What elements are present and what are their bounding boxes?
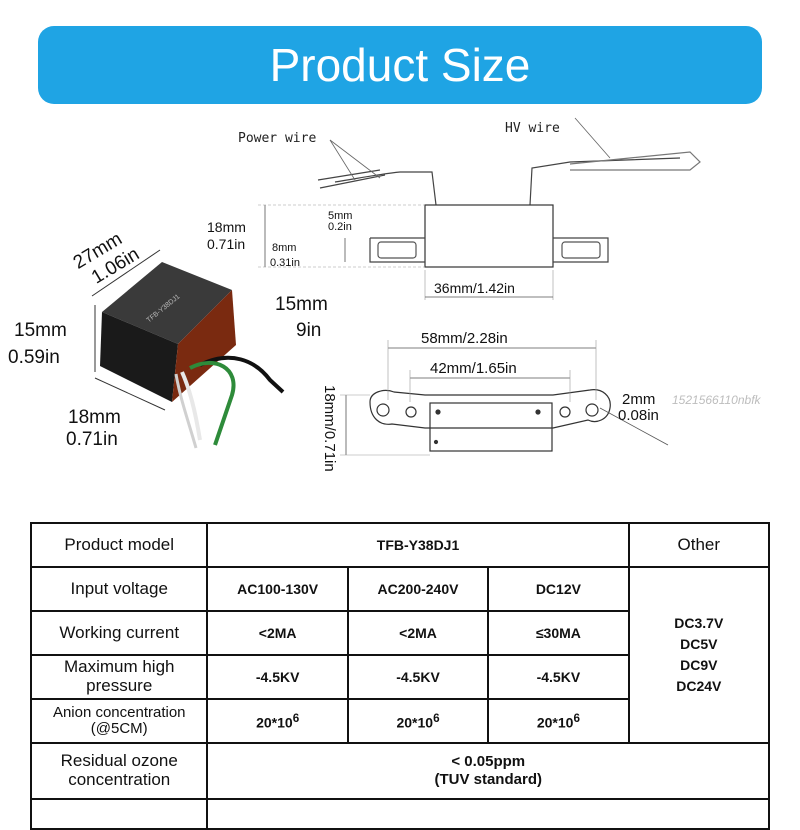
hv-wire-insulation (569, 151, 701, 171)
ozone-note: (TUV standard) (434, 771, 542, 788)
top-body-width: 42mm/1.65in (430, 360, 517, 377)
exponent: 6 (573, 711, 580, 725)
working-current-v1: <2MA (206, 610, 349, 656)
side-height-in: 0.71in (207, 236, 245, 252)
hole-diameter-mm: 2mm (622, 391, 655, 408)
overlap-dimension-mm: 15mm (275, 294, 328, 315)
exponent: 6 (433, 711, 440, 725)
top-view (340, 340, 669, 456)
green-wire (189, 360, 236, 446)
table-row-ozone: Residual ozone concentration < 0.05ppm (… (29, 742, 770, 800)
table-row-cutoff (29, 798, 770, 830)
row-label-anion: Anion concentration (@5CM) (29, 698, 209, 744)
photo-height-mm: 15mm (14, 320, 67, 341)
product-dimension-diagram: Power wire HV wire 18mm 0.71in 5mm 0.2in… (8, 117, 762, 472)
hv-wire-label: HV wire (505, 121, 560, 136)
side-width-label: 36mm/1.42in (434, 280, 515, 296)
side-view (258, 117, 701, 300)
photo-height-in: 0.59in (8, 347, 60, 368)
working-current-v3: ≤30MA (487, 610, 630, 656)
anion-v3: 20*106 (487, 698, 630, 744)
table-row: Anion concentration (@5CM) 20*106 20*106… (29, 698, 769, 744)
input-voltage-v1: AC100-130V (206, 566, 349, 612)
mounting-hole (559, 406, 571, 418)
watermark: 1521566110nbfk (672, 393, 762, 407)
table-row: Working current <2MA <2MA ≤30MA (29, 610, 769, 656)
side-slot (377, 241, 417, 259)
input-voltage-v3: DC12V (487, 566, 630, 612)
mounting-hole (405, 406, 417, 418)
top-total-width: 58mm/2.28in (421, 330, 508, 347)
header-label: Product model (29, 522, 209, 568)
device-front-face (100, 312, 178, 402)
anion-v2: 20*106 (346, 698, 490, 744)
header-model: TFB-Y38DJ1 (206, 522, 630, 568)
mounting-hole (585, 403, 599, 417)
max-pressure-v2: -4.5KV (346, 654, 490, 700)
title-banner: Product Size (38, 26, 762, 104)
device-side-face (172, 290, 236, 402)
side-slot (561, 241, 601, 259)
banner-title: Product Size (269, 39, 531, 91)
photo-width-mm: 18mm (68, 407, 121, 428)
ozone-value: < 0.05ppm (TUV standard) (206, 742, 770, 800)
white-wire (180, 371, 202, 441)
mounting-hole (376, 403, 390, 417)
row-label-input-voltage: Input voltage (29, 566, 209, 612)
top-height-label: 18mm/0.71in (321, 385, 338, 472)
table-row-header: Product model TFB-Y38DJ1 Other (29, 522, 771, 568)
input-voltage-v2: AC200-240V (346, 566, 490, 612)
device-top-face (102, 262, 232, 344)
overlap-dimension-in: 9in (296, 320, 321, 341)
row-label-max-pressure: Maximum high pressure (29, 654, 209, 700)
side-height-mm: 18mm (207, 219, 246, 235)
row-label-working-current: Working current (29, 610, 209, 656)
small-height-mm: 5mm (328, 210, 352, 222)
white-wire (174, 373, 198, 449)
small-height-in: 0.2in (328, 221, 352, 233)
power-wire-label: Power wire (238, 131, 316, 146)
power-wire-strand (317, 169, 381, 181)
side-body (424, 204, 554, 268)
table-row: Input voltage AC100-130V AC200-240V DC12… (29, 566, 771, 744)
power-wire-pointer (329, 139, 356, 181)
max-pressure-v1: -4.5KV (206, 654, 349, 700)
mid-height-mm: 8mm (272, 242, 296, 254)
working-current-v2: <2MA (346, 610, 490, 656)
top-body (429, 402, 553, 452)
mid-height-in: 0.31in (270, 257, 300, 269)
power-wire-lead (334, 171, 437, 206)
lead-hole (535, 409, 541, 415)
photo-width-in: 0.71in (66, 429, 118, 450)
table-row: Maximum high pressure -4.5KV -4.5KV -4.5… (29, 654, 769, 700)
other-value: DC5V (680, 636, 718, 652)
ozone-value-text: < 0.05ppm (451, 753, 526, 770)
exponent: 6 (292, 711, 300, 725)
power-wire-strand (319, 174, 386, 189)
hv-wire-lead (529, 157, 681, 206)
other-value: DC9V (680, 657, 718, 673)
black-wire (199, 355, 285, 394)
hole-diameter-in: 0.08in (618, 407, 659, 424)
lead-hole (435, 409, 441, 415)
other-value: DC3.7V (674, 615, 724, 631)
top-flange (369, 389, 611, 429)
spec-table: Product model TFB-Y38DJ1 Other Input vol… (29, 522, 771, 830)
header-other: Other (627, 522, 771, 568)
hole-pointer (599, 407, 669, 446)
product-photo: TFB-Y38DJ1 (91, 249, 285, 449)
side-flange (369, 237, 609, 263)
max-pressure-v3: -4.5KV (487, 654, 630, 700)
row-label-ozone: Residual ozone concentration (29, 742, 209, 800)
anion-v1: 20*106 (206, 698, 349, 744)
other-value: DC24V (676, 678, 722, 694)
other-values: DC3.7V DC5V DC9V DC24V (627, 566, 771, 744)
